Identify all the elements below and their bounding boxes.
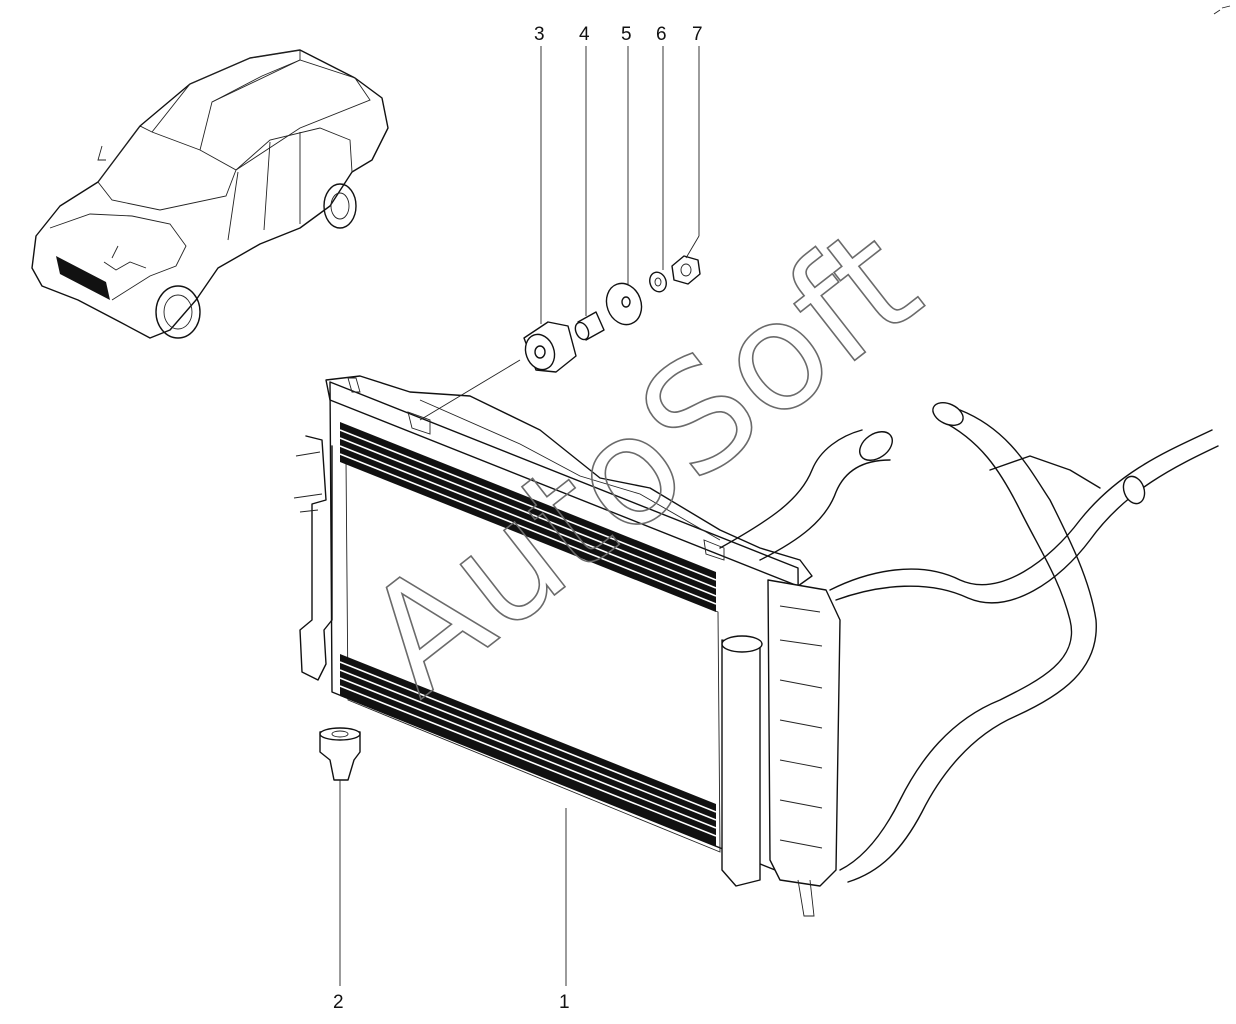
lower-bushing-part-2 [319,727,361,781]
bushing-part-3 [523,321,577,373]
callout-1: 1 [559,992,570,1013]
callout-5: 5 [621,24,632,45]
spring-washer-part-6 [649,271,667,293]
radiator-assembly [293,375,841,917]
spacer-part-4 [574,311,605,341]
callout-7: 7 [692,24,703,45]
mount-parts [319,255,701,781]
callout-4: 4 [579,24,590,45]
callout-2: 2 [333,992,344,1013]
callout-labels: 3 4 5 6 7 2 1 [333,24,703,1013]
nut-part-7 [671,255,701,285]
vehicle-locator-illustration [31,49,389,339]
washer-part-5 [605,282,643,326]
callout-3: 3 [534,24,545,45]
callout-6: 6 [656,24,667,45]
leader-lines [339,46,700,986]
corner-mark-icon [1213,5,1231,15]
coolant-hoses [719,401,1219,883]
